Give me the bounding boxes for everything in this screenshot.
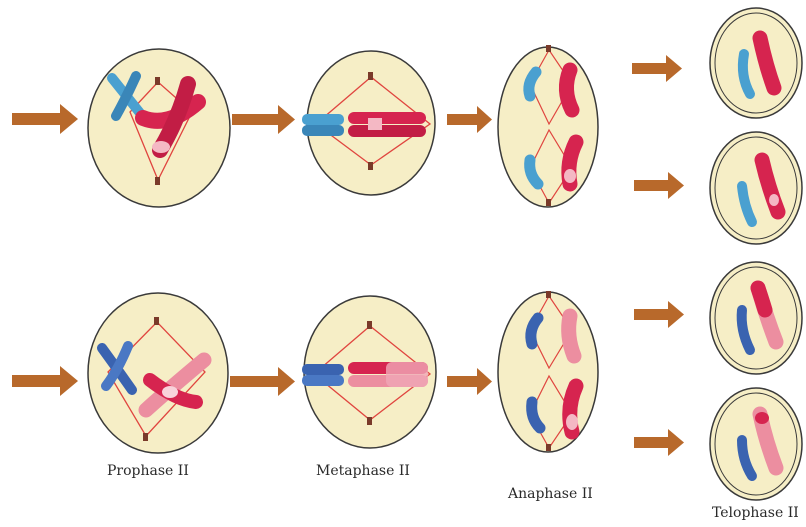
anaphase-label: Anaphase II — [508, 486, 593, 502]
arrow-bottom-3a — [634, 301, 684, 328]
metaphase-label: Metaphase II — [316, 463, 410, 479]
prophase-cell-bottom — [88, 293, 228, 453]
arrow-bottom-1 — [230, 367, 295, 396]
arrow-bottom-2 — [447, 368, 492, 395]
chromosome-blue-aligned-bottom — [302, 364, 344, 386]
anaphase-cell-top — [498, 45, 598, 207]
anaphase-cell-bottom — [498, 291, 598, 452]
arrow-top-in — [12, 104, 78, 134]
arrow-bottom-3b — [634, 429, 684, 456]
arrow-bottom-in — [12, 366, 78, 396]
metaphase-cell-top — [302, 51, 435, 195]
arrow-top-1 — [232, 105, 295, 134]
arrow-top-2 — [447, 106, 492, 133]
telophase-cell-3 — [710, 262, 802, 374]
chromosome-blue-aligned — [302, 114, 344, 136]
prophase-cell-top — [88, 49, 230, 207]
prophase-label: Prophase II — [107, 463, 189, 479]
telophase-label: Telophase II — [712, 505, 799, 521]
telophase-cell-2 — [710, 132, 802, 244]
telophase-cell-4 — [710, 388, 802, 500]
arrow-top-3b — [634, 172, 684, 199]
arrow-top-3a — [632, 55, 682, 82]
telophase-cell-1 — [710, 8, 802, 118]
metaphase-cell-bottom — [302, 296, 436, 448]
